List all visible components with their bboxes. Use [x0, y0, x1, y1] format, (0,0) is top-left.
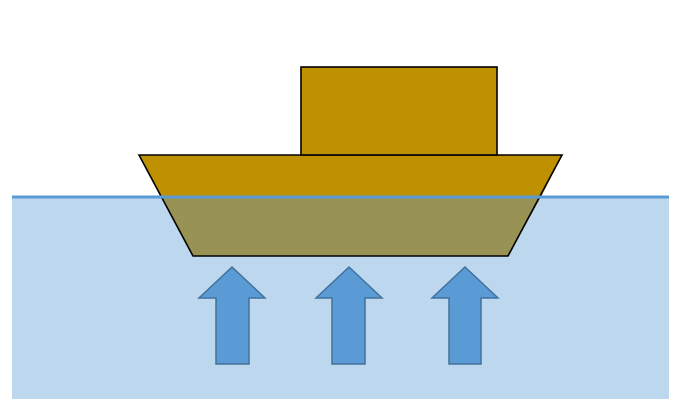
- up-arrow-icon: [314, 265, 384, 365]
- boat-cabin: [300, 66, 498, 156]
- boat-hull-above-water: [139, 155, 562, 197]
- up-arrow-icon: [197, 265, 267, 365]
- up-arrow-icon: [430, 265, 500, 365]
- boat-hull-below-water: [161, 197, 541, 256]
